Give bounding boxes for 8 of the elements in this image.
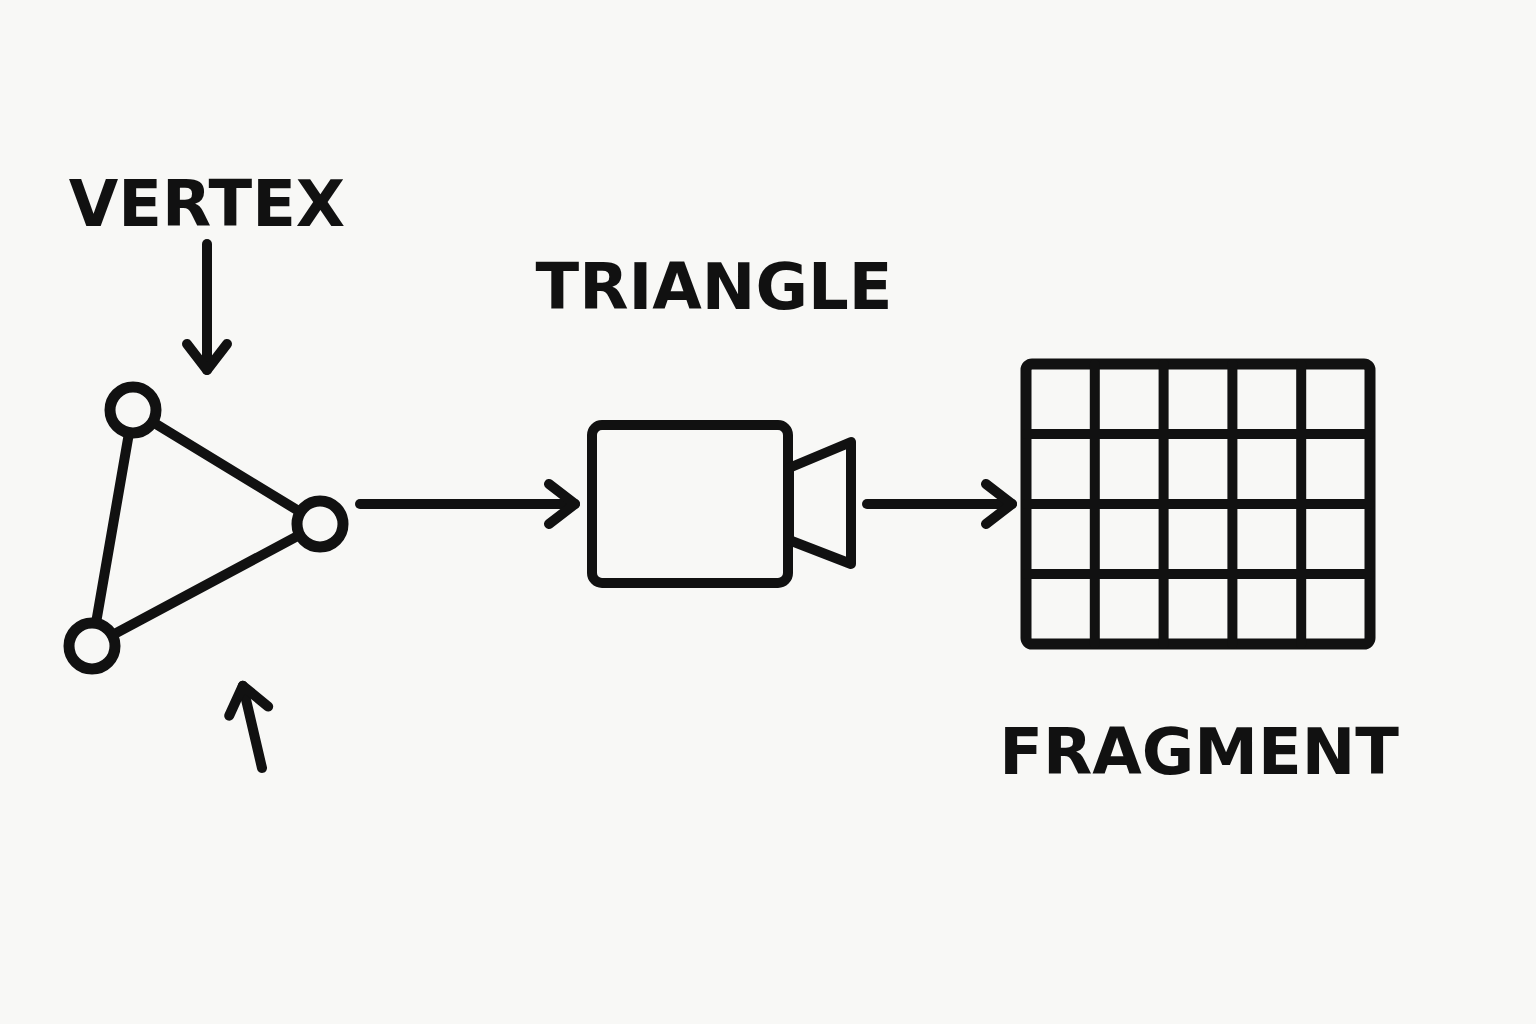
label-text: VERTEX	[68, 172, 346, 236]
caption-text: FRAGMENT	[999, 720, 1399, 784]
grid-drawing	[1020, 358, 1376, 650]
caption-text: TRIANGLE	[535, 255, 893, 319]
arrow	[355, 479, 580, 529]
arrow	[182, 239, 232, 375]
arrow	[862, 479, 1017, 529]
arrow	[224, 680, 274, 773]
